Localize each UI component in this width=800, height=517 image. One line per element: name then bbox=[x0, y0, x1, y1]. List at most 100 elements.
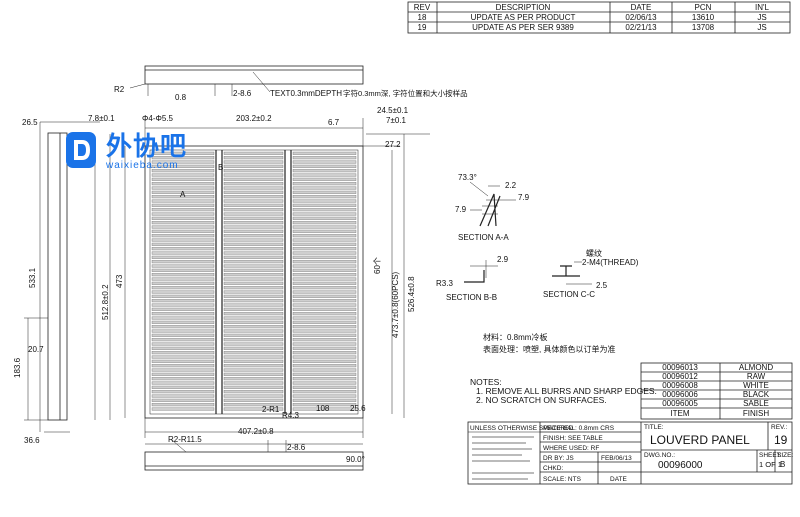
louver-slat bbox=[223, 355, 284, 359]
louver-slat bbox=[151, 203, 215, 207]
louver-slat bbox=[292, 338, 357, 342]
louver-slat bbox=[292, 290, 357, 294]
louver-slat bbox=[292, 372, 357, 376]
louver-slat bbox=[292, 407, 357, 411]
louver-slat bbox=[223, 151, 284, 155]
louver-slat bbox=[151, 359, 215, 363]
louver-slat bbox=[223, 260, 284, 264]
louver-slat bbox=[223, 403, 284, 407]
louver-slat bbox=[292, 156, 357, 160]
louver-slat bbox=[223, 342, 284, 346]
louver-slat bbox=[151, 320, 215, 324]
louver-slat bbox=[292, 398, 357, 402]
tb-unless: UNLESS OTHERWISE SPECIFIED bbox=[470, 425, 573, 432]
louver-slat bbox=[292, 307, 357, 311]
dim-7-8: 7.8±0.1 bbox=[88, 114, 115, 123]
louver-slat bbox=[151, 342, 215, 346]
tb-title-label: TITLE: bbox=[644, 424, 664, 431]
louver-slat bbox=[292, 242, 357, 246]
louver-slat bbox=[151, 186, 215, 190]
finish-row-4-finish: BLACK bbox=[743, 390, 770, 399]
louver-slat bbox=[292, 364, 357, 368]
louver-slat bbox=[292, 277, 357, 281]
louver-slat bbox=[292, 273, 357, 277]
louver-slat bbox=[292, 251, 357, 255]
louver-slat bbox=[223, 160, 284, 164]
dim-183-6: 183.6 bbox=[13, 357, 22, 378]
louver-slat bbox=[223, 385, 284, 389]
section-c-label: SECTION C-C bbox=[543, 290, 595, 299]
louver-slat bbox=[151, 251, 215, 255]
finish-row-5-item: 00096005 bbox=[662, 399, 698, 408]
finish-header-item: ITEM bbox=[670, 409, 689, 418]
dim-2-r1: 2-R1 bbox=[262, 405, 280, 414]
tb-chkd: CHKD: bbox=[543, 465, 563, 472]
louver-slat bbox=[223, 351, 284, 355]
louver-slat bbox=[223, 268, 284, 272]
louver-slat bbox=[292, 394, 357, 398]
louver-slat bbox=[151, 260, 215, 264]
louver-slat bbox=[292, 303, 357, 307]
louver-slat bbox=[223, 225, 284, 229]
louver-slat bbox=[292, 403, 357, 407]
louver-slat bbox=[151, 173, 215, 177]
louver-slat bbox=[151, 390, 215, 394]
finish-row-3-finish: WHITE bbox=[743, 381, 769, 390]
louver-slat bbox=[151, 338, 215, 342]
text-depth-label: TEXT0.3mmDEPTH bbox=[270, 89, 342, 98]
louver-slat bbox=[223, 199, 284, 203]
louver-slat bbox=[151, 325, 215, 329]
louver-slat bbox=[223, 372, 284, 376]
finish-table: 00096013 ALMOND 00096012 RAW 00096008 WH… bbox=[640, 362, 793, 420]
bottom-edge-view: R2-R11.5 2-8.6 90.0° bbox=[144, 435, 365, 471]
louver-slat bbox=[223, 186, 284, 190]
louver-slat bbox=[151, 307, 215, 311]
louver-slat bbox=[223, 303, 284, 307]
louver-slat bbox=[223, 333, 284, 337]
section-c-d25: 2.5 bbox=[596, 281, 608, 290]
louver-slat bbox=[292, 260, 357, 264]
section-a-d79a: 7.9 bbox=[455, 205, 467, 214]
dim-533-1: 533.1 bbox=[28, 267, 37, 288]
louver-slat bbox=[223, 273, 284, 277]
louver-slat bbox=[292, 151, 357, 155]
inl-header: IN'L bbox=[755, 3, 770, 12]
louver-slat bbox=[151, 238, 215, 242]
louver-slat bbox=[151, 221, 215, 225]
louver-slat bbox=[223, 312, 284, 316]
dim-90-deg: 90.0° bbox=[346, 455, 365, 464]
dim-108: 108 bbox=[316, 404, 330, 413]
louver-slat bbox=[151, 286, 215, 290]
finish-row-2-item: 00096012 bbox=[662, 372, 698, 381]
tb-dr-date: FEB/06/13 bbox=[601, 455, 632, 462]
louver-slat bbox=[151, 355, 215, 359]
dim-24-5: 24.5±0.1 bbox=[377, 106, 409, 115]
tb-rev: 19 bbox=[774, 433, 788, 447]
louver-slat bbox=[292, 342, 357, 346]
section-b-d29: 2.9 bbox=[497, 255, 509, 264]
finish-row-1-item: 00096013 bbox=[662, 363, 698, 372]
section-a-a: 73.3° 2.2 7.9 7.9 SECTION A-A bbox=[455, 173, 530, 242]
louver-slat bbox=[151, 216, 215, 220]
louver-slat bbox=[151, 177, 215, 181]
section-a-angle: 73.3° bbox=[458, 173, 477, 182]
louver-slat bbox=[151, 195, 215, 199]
dim-26-5: 26.5 bbox=[22, 118, 38, 127]
louver-slat bbox=[292, 316, 357, 320]
section-c-thread-cn: 螺纹 bbox=[586, 248, 602, 258]
dim-60-pcs-cn: 60个 bbox=[373, 257, 382, 274]
notes-title: NOTES: bbox=[470, 377, 502, 387]
louver-slat bbox=[223, 299, 284, 303]
watermark-sub: waixieba.com bbox=[106, 160, 179, 171]
finish-row-4-item: 00096006 bbox=[662, 390, 698, 399]
section-a-d79b: 7.9 bbox=[518, 193, 530, 202]
louver-slat bbox=[292, 312, 357, 316]
tb-finish: FINISH: SEE TABLE bbox=[543, 435, 603, 442]
title-block: UNLESS OTHERWISE SPECIFIED MATERIAL: 0.8… bbox=[467, 421, 793, 485]
louver-slat bbox=[151, 164, 215, 168]
louver-slat bbox=[292, 359, 357, 363]
finish-note-cn: 表面处理：喷塑, 具体颜色以订单为准 bbox=[483, 344, 615, 354]
section-c-thread: 2-M4(THREAD) bbox=[582, 258, 639, 267]
